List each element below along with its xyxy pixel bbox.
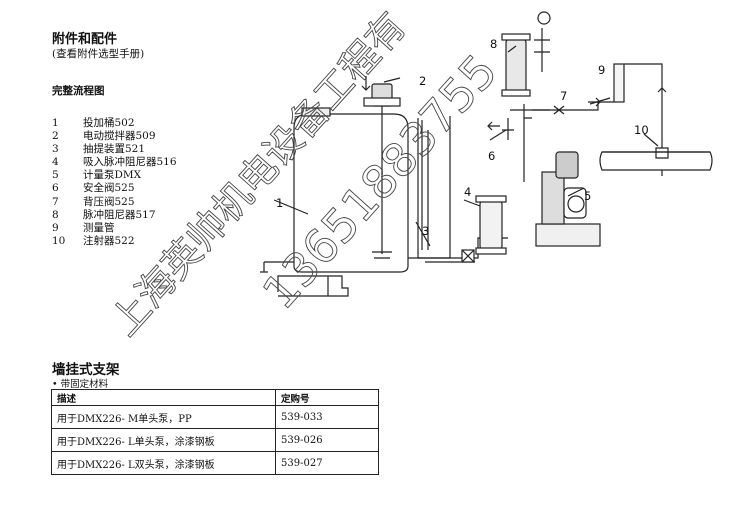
table-cell: 用于DMX226- M单头泵，PP: [51, 405, 276, 429]
table-cell: 539-026: [275, 428, 379, 452]
callout-2: 2: [419, 74, 426, 88]
section-subtitle: (查看附件选型手册): [52, 48, 145, 60]
table-row: 用于DMX226- M单头泵，PP 539-033: [51, 405, 379, 429]
callout-5: 5: [584, 189, 591, 203]
table-cell: 539-033: [275, 405, 379, 429]
callout-3: 3: [422, 224, 429, 238]
callout-6: 6: [488, 149, 495, 163]
wall-mount-bullet: • 带固定材料: [52, 379, 109, 390]
table-cell: 用于DMX226- L单头泵，涂漆钢板: [51, 428, 276, 452]
table-header-description: 描述: [51, 389, 276, 406]
callout-1: 1: [276, 196, 283, 210]
table-row: 用于DMX226- L双头泵，涂漆钢板 539-027: [51, 451, 379, 475]
table-header-order-no: 定购号: [275, 389, 379, 406]
callout-7: 7: [560, 89, 567, 103]
callout-8: 8: [490, 37, 497, 51]
callout-10: 10: [634, 123, 649, 137]
flow-diagram-title: 完整流程图: [52, 85, 105, 97]
section-title-accessories: 附件和配件: [52, 32, 118, 47]
callout-4: 4: [464, 185, 471, 199]
table-cell: 用于DMX226- L双头泵，涂漆钢板: [51, 451, 276, 475]
callout-9: 9: [598, 63, 605, 77]
wall-mount-title: 墙挂式支架: [52, 362, 120, 378]
table-cell: 539-027: [275, 451, 379, 475]
table-header-row: 描述 定购号: [51, 389, 379, 406]
flow-diagram: 1 2 3 4 5 6 7 8 9 10: [260, 11, 713, 297]
wall-mount-table: 描述 定购号 用于DMX226- M单头泵，PP 539-033 用于DMX22…: [51, 389, 379, 475]
table-row: 用于DMX226- L单头泵，涂漆钢板 539-026: [51, 428, 379, 452]
